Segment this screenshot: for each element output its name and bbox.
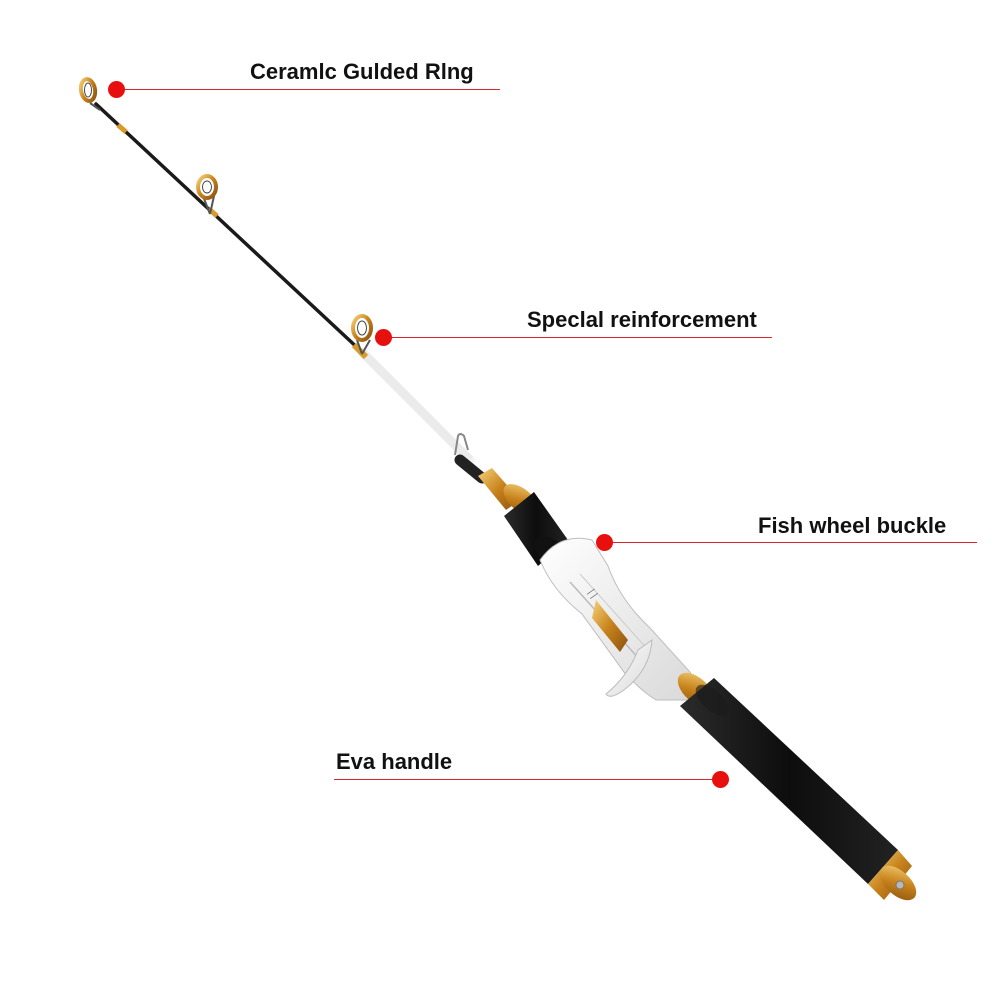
- reel-seat: | |: [539, 537, 696, 701]
- callout-fish-wheel-buckle-line: [605, 542, 977, 543]
- callout-eva-handle-dot: [712, 771, 729, 788]
- guide-ring-middle: [196, 174, 218, 215]
- guide-ring-tip: [78, 77, 101, 111]
- callout-eva-handle-label: Eva handle: [336, 749, 453, 774]
- callout-special-reinforcement-label: Speclal reinforcement: [527, 307, 757, 332]
- callout-fish-wheel-buckle-dot: [596, 534, 613, 551]
- rear-grip: [677, 672, 898, 884]
- guide-ring-lower: [351, 314, 373, 355]
- rod-blank: [94, 102, 488, 484]
- callout-ceramic-ring-dot: [108, 81, 125, 98]
- callout-eva-handle-line: [334, 779, 722, 780]
- callout-ceramic-ring-label: Ceramlc Gulded Rlng: [250, 59, 474, 84]
- butt-cap: [868, 850, 917, 901]
- callout-special-reinforcement-line: [384, 337, 772, 338]
- callout-ceramic-ring-line: [117, 89, 500, 90]
- callout-special-reinforcement-dot: [375, 329, 392, 346]
- callout-fish-wheel-buckle-label: Fish wheel buckle: [758, 513, 947, 538]
